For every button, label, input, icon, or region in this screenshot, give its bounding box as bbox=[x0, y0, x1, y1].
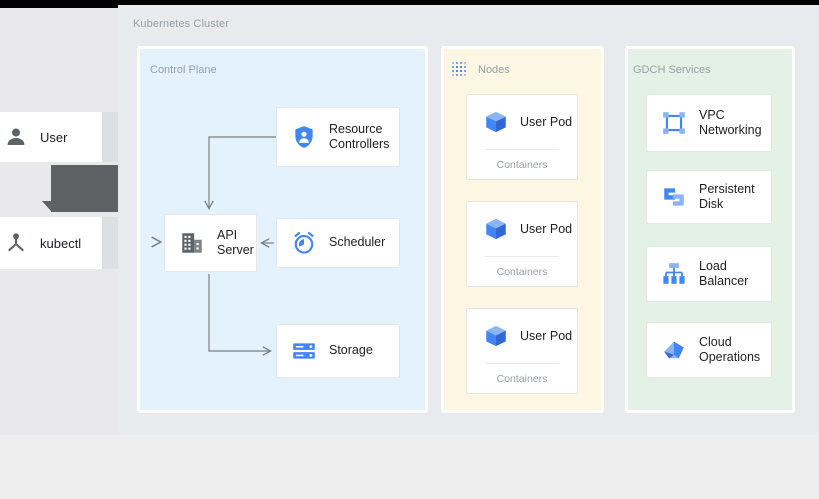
card-user-label: User bbox=[40, 129, 68, 145]
dark-overlay-rect bbox=[51, 165, 118, 212]
card-load-balancer[interactable]: Load Balancer bbox=[646, 246, 772, 302]
dark-overlay-pointer bbox=[42, 201, 51, 211]
card-vpc-networking-label: VPC Networking bbox=[699, 107, 762, 137]
cube-icon bbox=[486, 325, 506, 346]
user-card-shadow bbox=[102, 112, 118, 162]
card-kubectl-label: kubectl bbox=[40, 235, 82, 251]
user-pod-label: User Pod bbox=[520, 328, 573, 343]
user-pod-label: User Pod bbox=[520, 221, 573, 236]
card-persistent-disk-label: Persistent Disk bbox=[699, 181, 755, 211]
user-pod-sublabel: Containers bbox=[496, 266, 548, 278]
user-pod-sublabel: Containers bbox=[496, 159, 548, 171]
load-balancer-icon bbox=[663, 263, 685, 284]
card-load-balancer-label: Load Balancer bbox=[699, 258, 749, 288]
card-user-pod[interactable]: User Pod Containers bbox=[466, 201, 578, 287]
building-server-icon bbox=[182, 233, 202, 253]
user-icon bbox=[7, 128, 25, 145]
card-storage-label: Storage bbox=[329, 343, 373, 358]
card-cloud-operations-label: Cloud Operations bbox=[699, 334, 761, 364]
kubectl-node-icon bbox=[8, 233, 24, 252]
panel-label-gdch-services: GDCH Services bbox=[633, 64, 711, 76]
storage-stack-icon bbox=[293, 343, 315, 359]
cube-icon bbox=[486, 218, 506, 239]
kubectl-card-shadow bbox=[102, 217, 118, 269]
user-pod-header: User Pod bbox=[467, 202, 577, 244]
card-resource-controllers-label: Resource Controllers bbox=[329, 121, 390, 151]
card-scheduler[interactable]: Scheduler bbox=[276, 218, 400, 268]
cloud-operations-icon bbox=[664, 341, 684, 359]
user-pod-header: User Pod bbox=[467, 309, 577, 351]
card-scheduler-label: Scheduler bbox=[329, 235, 386, 250]
persistent-disk-icon bbox=[664, 188, 684, 206]
panel-label-nodes: Nodes bbox=[478, 64, 510, 76]
user-pod-divider bbox=[485, 149, 559, 150]
card-cloud-operations[interactable]: Cloud Operations bbox=[646, 322, 772, 378]
card-user-pod[interactable]: User Pod Containers bbox=[466, 94, 578, 180]
card-persistent-disk[interactable]: Persistent Disk bbox=[646, 170, 772, 224]
vpc-network-icon bbox=[663, 112, 685, 134]
card-resource-controllers[interactable]: Resource Controllers bbox=[276, 107, 400, 167]
card-api-server[interactable]: API Server bbox=[164, 214, 257, 272]
shield-person-icon bbox=[295, 126, 313, 148]
card-api-server-label: API Server bbox=[217, 227, 254, 257]
top-black-bar-left bbox=[0, 0, 118, 8]
user-pod-header: User Pod bbox=[467, 95, 577, 137]
dotted-grid-icon bbox=[452, 62, 466, 76]
user-pod-divider bbox=[485, 256, 559, 257]
user-pod-divider bbox=[485, 363, 559, 364]
card-storage[interactable]: Storage bbox=[276, 324, 400, 378]
panel-label-control-plane: Control Plane bbox=[150, 64, 217, 76]
card-kubectl[interactable]: kubectl bbox=[0, 217, 102, 269]
top-black-bar bbox=[0, 0, 819, 5]
card-vpc-networking[interactable]: VPC Networking bbox=[646, 94, 772, 152]
cluster-title: Kubernetes Cluster bbox=[133, 18, 229, 30]
user-pod-sublabel: Containers bbox=[496, 373, 548, 385]
alarm-clock-icon bbox=[294, 231, 314, 254]
cube-icon bbox=[486, 111, 506, 132]
user-pod-label: User Pod bbox=[520, 114, 573, 129]
card-user[interactable]: User bbox=[0, 112, 102, 162]
card-user-pod[interactable]: User Pod Containers bbox=[466, 308, 578, 394]
